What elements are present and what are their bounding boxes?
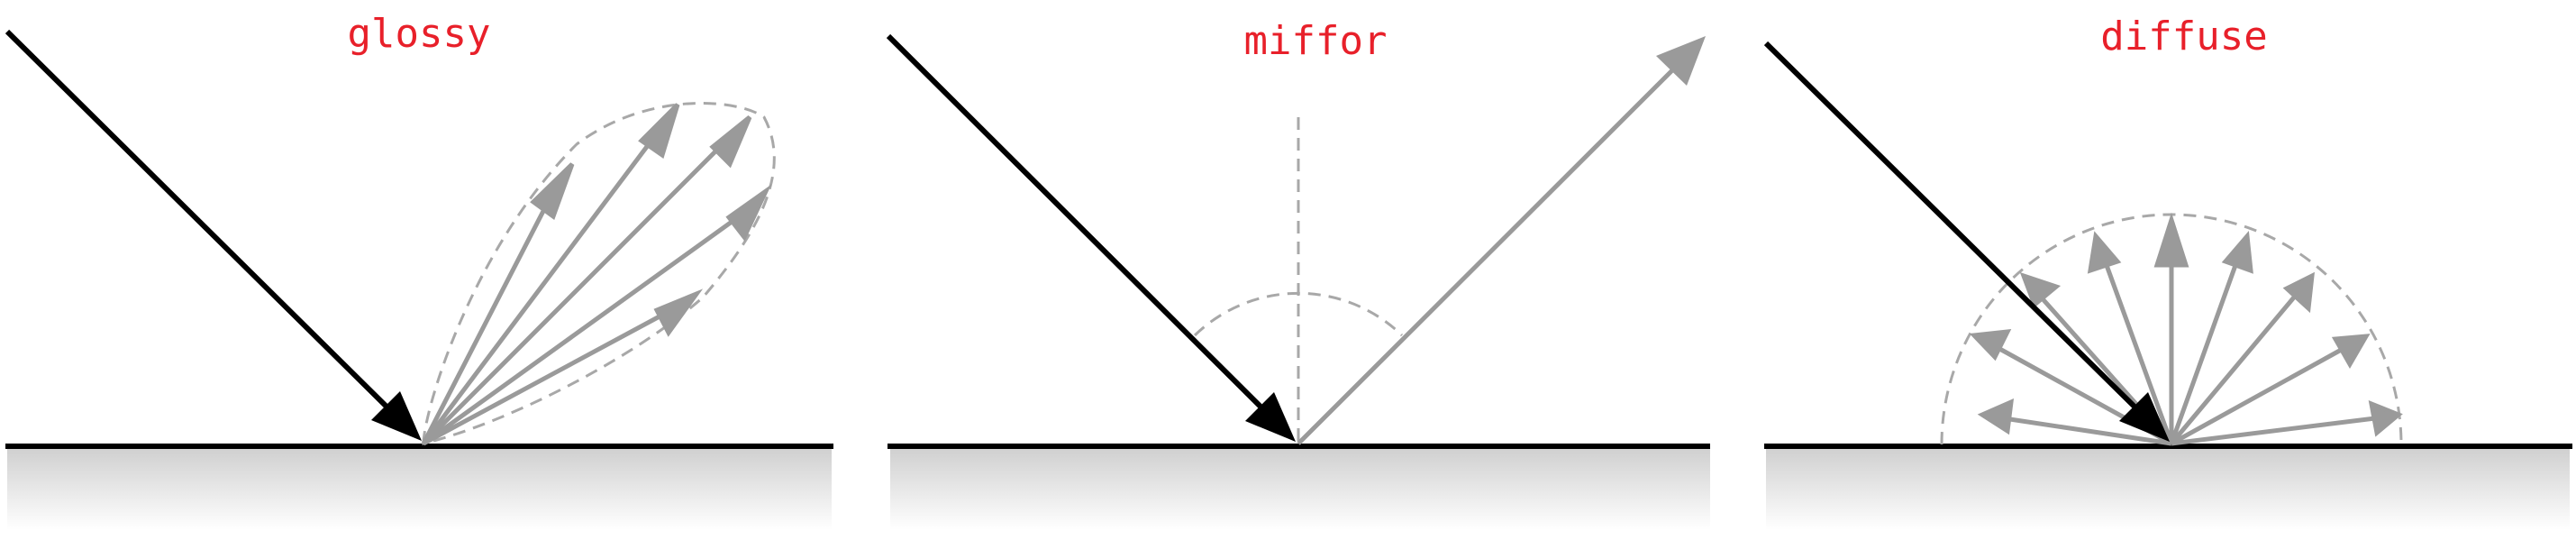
reflected-ray [2169, 257, 2241, 444]
reflected-ray [422, 124, 664, 445]
reflected-ray [1297, 63, 1679, 445]
ray-arrowhead [2221, 230, 2253, 274]
ray-arrowhead [2087, 231, 2122, 274]
ray-arrowhead [709, 115, 752, 169]
ray-arrowhead [1656, 36, 1706, 86]
ray-arrowhead [2368, 399, 2403, 437]
incident-ray [1763, 41, 2140, 412]
surface-shading [7, 447, 832, 530]
panel-diffuse: diffuse [1763, 14, 2572, 530]
reflected-ray [2171, 416, 2376, 446]
glossy-lobe-outline [422, 102, 776, 445]
reflected-ray [2170, 291, 2299, 445]
ray-arrowhead [1977, 398, 2015, 435]
panel-title-mirror: miffor [1244, 18, 1388, 64]
reflected-ray [421, 183, 560, 445]
surface-shading [1766, 447, 2570, 530]
glossy-reflected-rays [421, 103, 772, 446]
reflected-ray [2101, 257, 2174, 444]
reflected-ray [422, 210, 746, 446]
ray-arrowhead [2019, 271, 2062, 309]
panel-title-diffuse: diffuse [2100, 14, 2267, 59]
angle-arc [1193, 291, 1404, 337]
reflected-ray [2170, 345, 2346, 446]
panel-title-glossy: glossy [348, 11, 491, 57]
ray-arrowhead [1969, 329, 2012, 362]
ray-arrowhead [2153, 212, 2189, 268]
reflected-ray [2003, 416, 2172, 446]
ray-arrowhead [725, 184, 772, 242]
ray-arrowhead [2331, 334, 2371, 370]
reflected-ray [422, 133, 733, 445]
surface-shading [890, 447, 1710, 530]
ray-arrowhead [2282, 271, 2315, 314]
diffuse-reflected-rays [1969, 212, 2403, 446]
panel-glossy: glossy [5, 11, 833, 530]
incident-ray [886, 33, 1266, 412]
reflected-ray [422, 307, 673, 446]
incident-arrowhead [2119, 392, 2170, 442]
incident-arrowhead [371, 391, 422, 441]
panel-mirror: miffor [886, 18, 1710, 530]
ray-arrowhead [653, 288, 704, 337]
incident-arrowhead [1245, 392, 1296, 442]
incident-ray [5, 29, 390, 410]
ray-arrowhead [530, 162, 575, 220]
ray-arrowhead [638, 103, 680, 160]
